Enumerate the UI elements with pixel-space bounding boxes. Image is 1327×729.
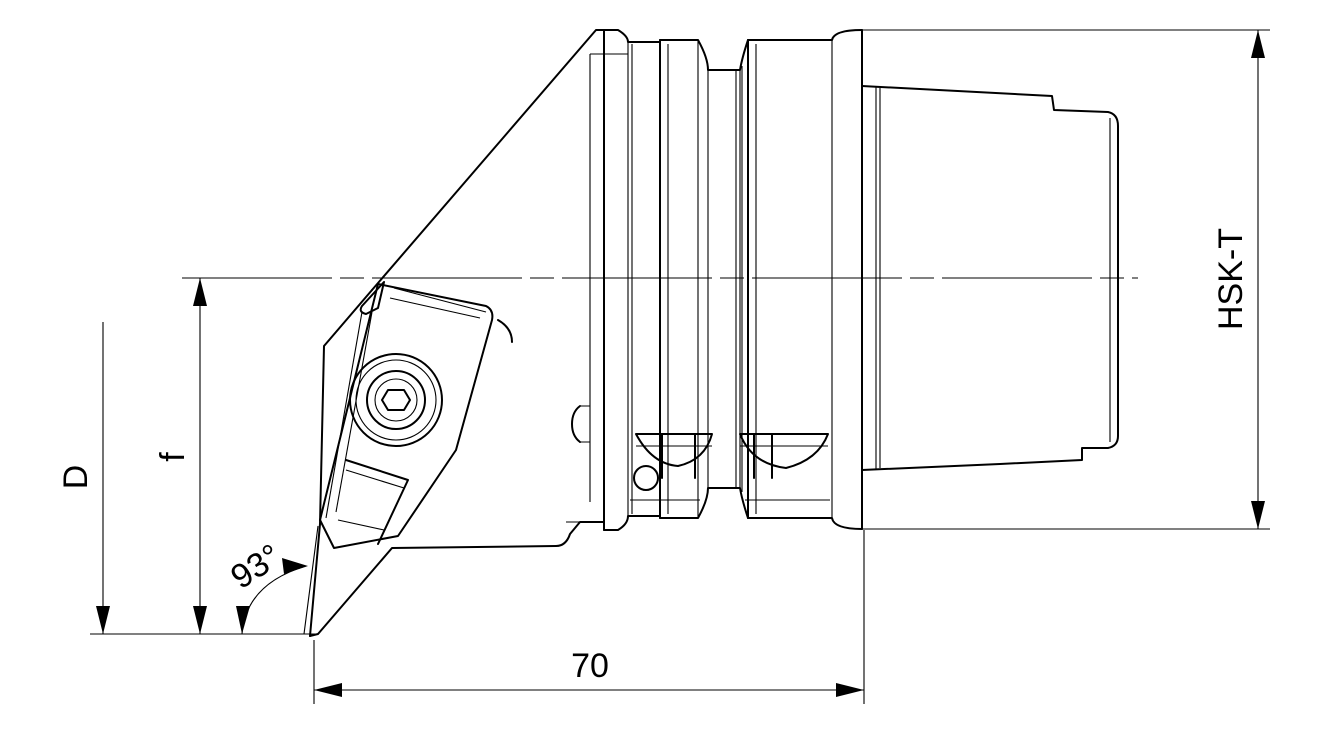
gripper-groove (659, 39, 749, 519)
hsk-shank (861, 29, 1119, 530)
clamp-screw (349, 353, 443, 447)
angle-dimension (236, 558, 308, 635)
hsk-label: HSK-T (1212, 228, 1250, 330)
diameter-label: D (57, 465, 95, 490)
insert-clamp (319, 281, 494, 549)
diameter-dimension (96, 322, 110, 634)
coolant-holes (630, 433, 830, 501)
hsk-dimension (1251, 30, 1265, 529)
flange (741, 29, 1270, 530)
length-label: 70 (571, 647, 609, 685)
length-dimension (313, 530, 865, 704)
cutting-head (303, 29, 605, 637)
offset-label: f (154, 452, 192, 462)
offset-dimension (193, 278, 207, 634)
angle-label: 93° (224, 537, 288, 597)
holder-body (589, 29, 661, 531)
